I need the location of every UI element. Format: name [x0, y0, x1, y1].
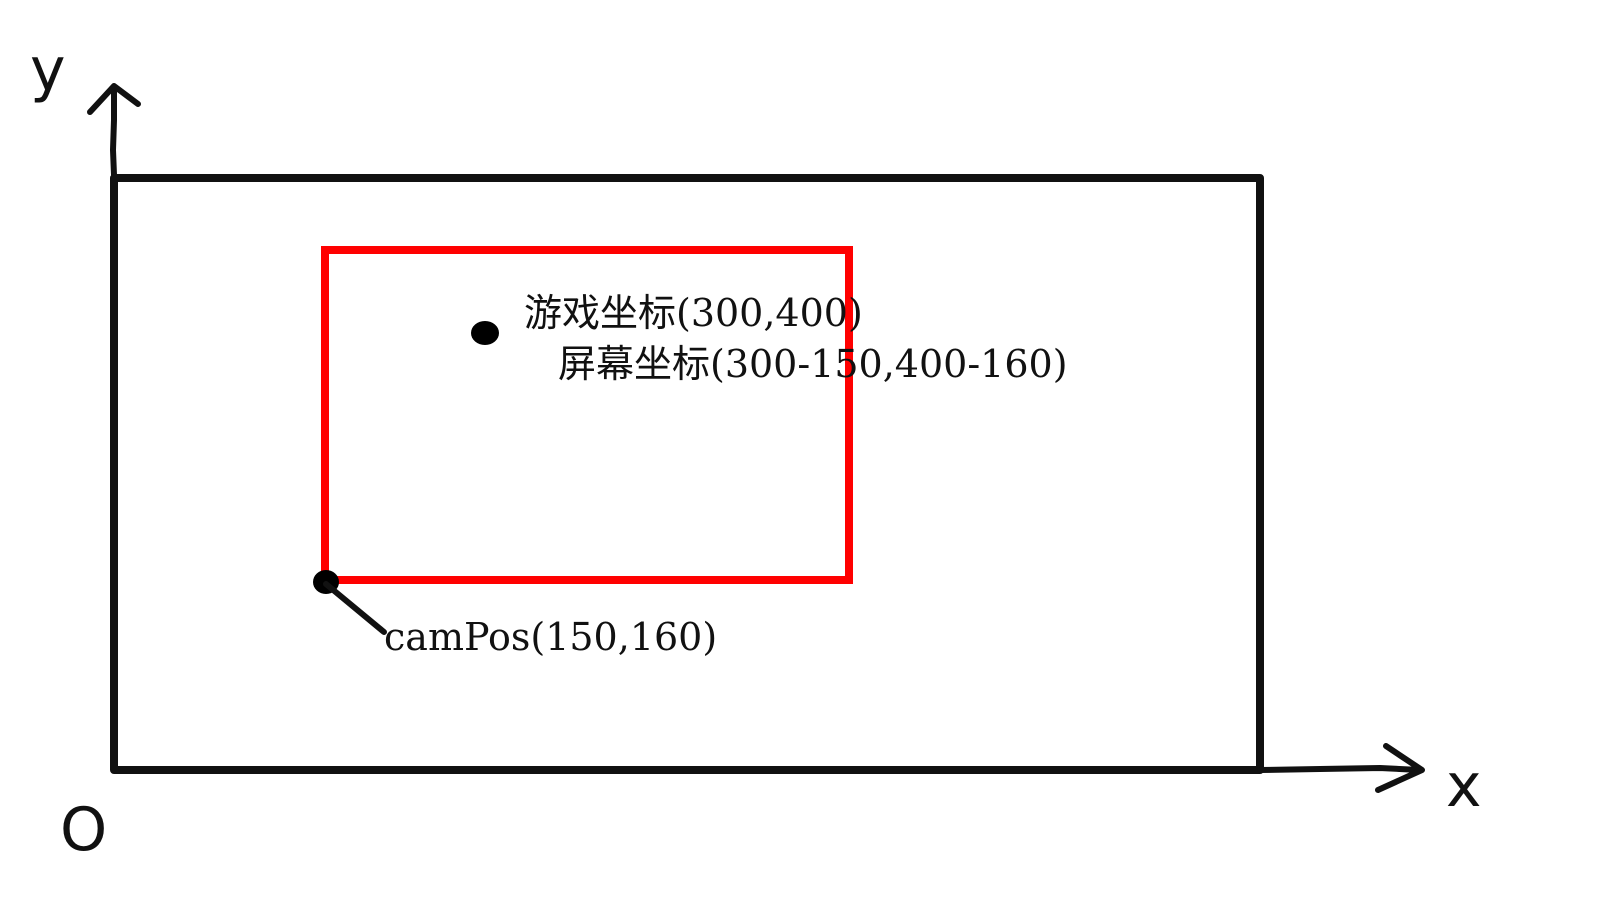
- x-axis-label: x: [1446, 751, 1482, 821]
- y-axis-line: [110, 89, 117, 178]
- camera-position-label: camPos(150,160): [384, 615, 717, 659]
- camera-leader-line: [323, 581, 387, 635]
- x-axis-line: [1257, 765, 1423, 773]
- game-point-dot: [471, 321, 499, 345]
- screen-coordinate-label: 屏幕坐标(300-150,400-160): [558, 342, 1068, 386]
- world-boundary: [110, 174, 1264, 774]
- game-coordinate-label: 游戏坐标(300,400): [524, 291, 863, 335]
- origin-label: O: [60, 795, 107, 865]
- x-axis-arrowhead: [1375, 743, 1425, 793]
- y-axis-label: y: [30, 35, 66, 105]
- camera-view-rect: [321, 246, 853, 584]
- y-axis-arrowhead: [87, 83, 141, 115]
